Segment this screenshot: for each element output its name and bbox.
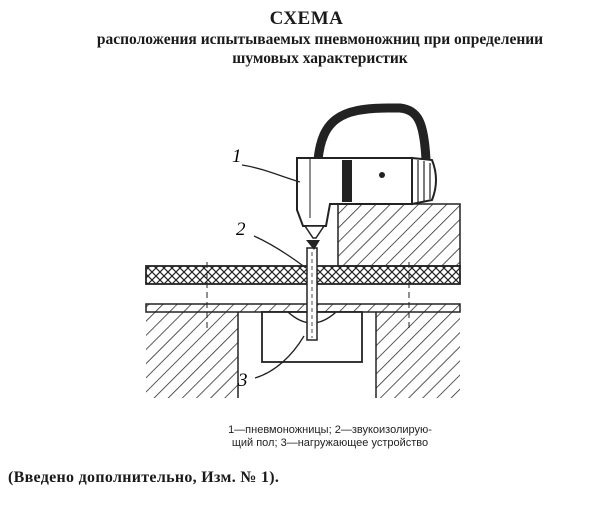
shears-handle [313, 103, 431, 161]
subtitle-line-2: шумовых характеристик [232, 50, 408, 67]
caption-line-2: щий пол; 3—нагружающее устройство [231, 437, 429, 449]
subtitle-line-1: расположения испытываемых пневмоножниц п… [96, 31, 544, 48]
lower-right-support [376, 312, 460, 398]
lower-left-support [146, 312, 238, 398]
upper-support-block [337, 203, 461, 267]
lower-plate [145, 303, 461, 313]
page-subtitle: расположения испытываемых пневмоножниц п… [40, 30, 600, 68]
amendment-note: (Введено дополнительно, Изм. № 1). [8, 469, 280, 486]
label-3: 3 [237, 370, 248, 391]
page-title: СХЕМА [269, 8, 344, 29]
shears-trigger [342, 160, 352, 202]
figure-caption: 1—пневмоножницы; 2—звукоизолирую- щий по… [150, 424, 510, 450]
label-1: 1 [232, 146, 242, 167]
sound-insulating-floor [145, 265, 461, 285]
label-2: 2 [236, 219, 246, 240]
caption-line-1: 1—пневмоножницы; 2—звукоизолирую- [228, 424, 432, 436]
